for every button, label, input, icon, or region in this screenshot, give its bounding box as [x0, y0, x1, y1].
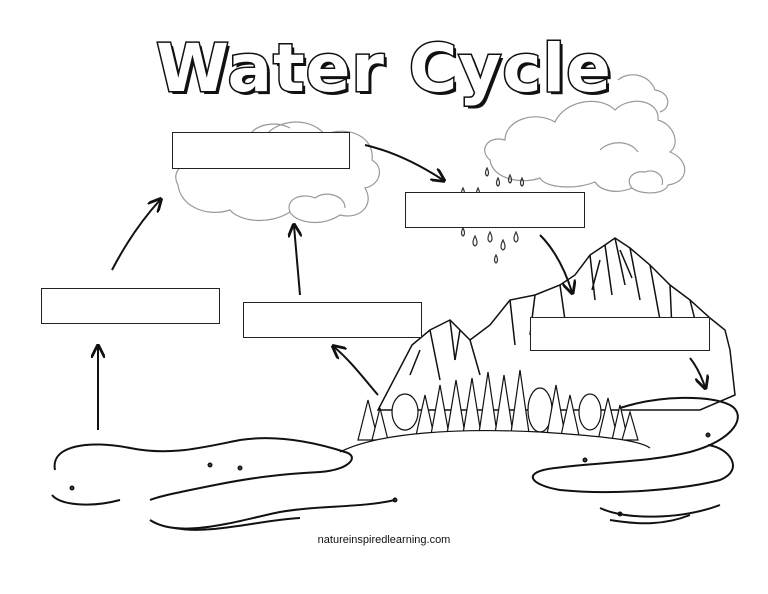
label-box-mountain[interactable]: [530, 317, 710, 351]
page-title: Water Cycle: [155, 29, 613, 109]
arrow-cloud-to-rain: [364, 144, 443, 180]
arrow-ground-to-middle: [334, 347, 379, 396]
footer-url: natureinspiredlearning.com: [317, 534, 451, 546]
arrow-rain-to-mountain: [539, 234, 572, 292]
arrow-mountain-to-river: [689, 357, 705, 387]
river-right: [532, 396, 739, 525]
label-box-left[interactable]: [41, 288, 220, 324]
label-box-precipitation[interactable]: [405, 192, 585, 228]
cloud-right: [484, 74, 686, 194]
arrow-middle-to-cloud: [294, 226, 300, 296]
label-box-middle[interactable]: [243, 302, 422, 338]
arrows: [98, 144, 705, 430]
tree-line: [339, 369, 651, 453]
arrow-left-to-cloud: [111, 200, 160, 271]
lake-left: [51, 437, 398, 531]
label-box-top-cloud[interactable]: [172, 132, 350, 169]
